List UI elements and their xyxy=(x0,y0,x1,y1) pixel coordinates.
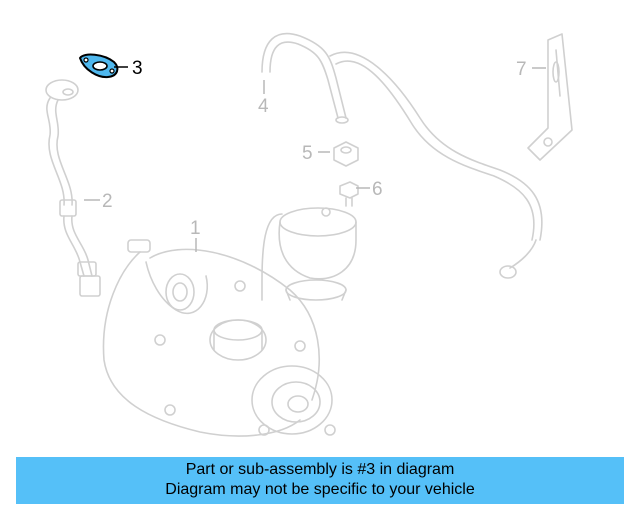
part-1-turbocharger xyxy=(102,207,357,437)
callout-3: 3 xyxy=(132,58,143,79)
part-7-bracket xyxy=(527,33,573,161)
callout-1: 1 xyxy=(190,218,201,239)
callout-7: 7 xyxy=(516,59,527,80)
callout-5: 5 xyxy=(302,143,313,164)
part-3-gasket xyxy=(78,53,119,79)
part-2-oil-line xyxy=(45,79,101,297)
callout-6: 6 xyxy=(372,179,383,200)
part-4-hose xyxy=(261,32,543,279)
callout-2: 2 xyxy=(102,191,113,212)
banner-line-part: Part or sub-assembly is #3 in diagram xyxy=(185,461,455,478)
part-5-nut xyxy=(333,141,359,167)
info-banner: Part or sub-assembly is #3 in diagram Di… xyxy=(16,457,624,504)
parts-diagram: 1 2 3 4 5 6 7 xyxy=(45,32,573,437)
callout-4: 4 xyxy=(258,96,269,117)
banner-line-disclaimer: Diagram may not be specific to your vehi… xyxy=(165,481,475,498)
part-6-fitting xyxy=(339,181,359,207)
